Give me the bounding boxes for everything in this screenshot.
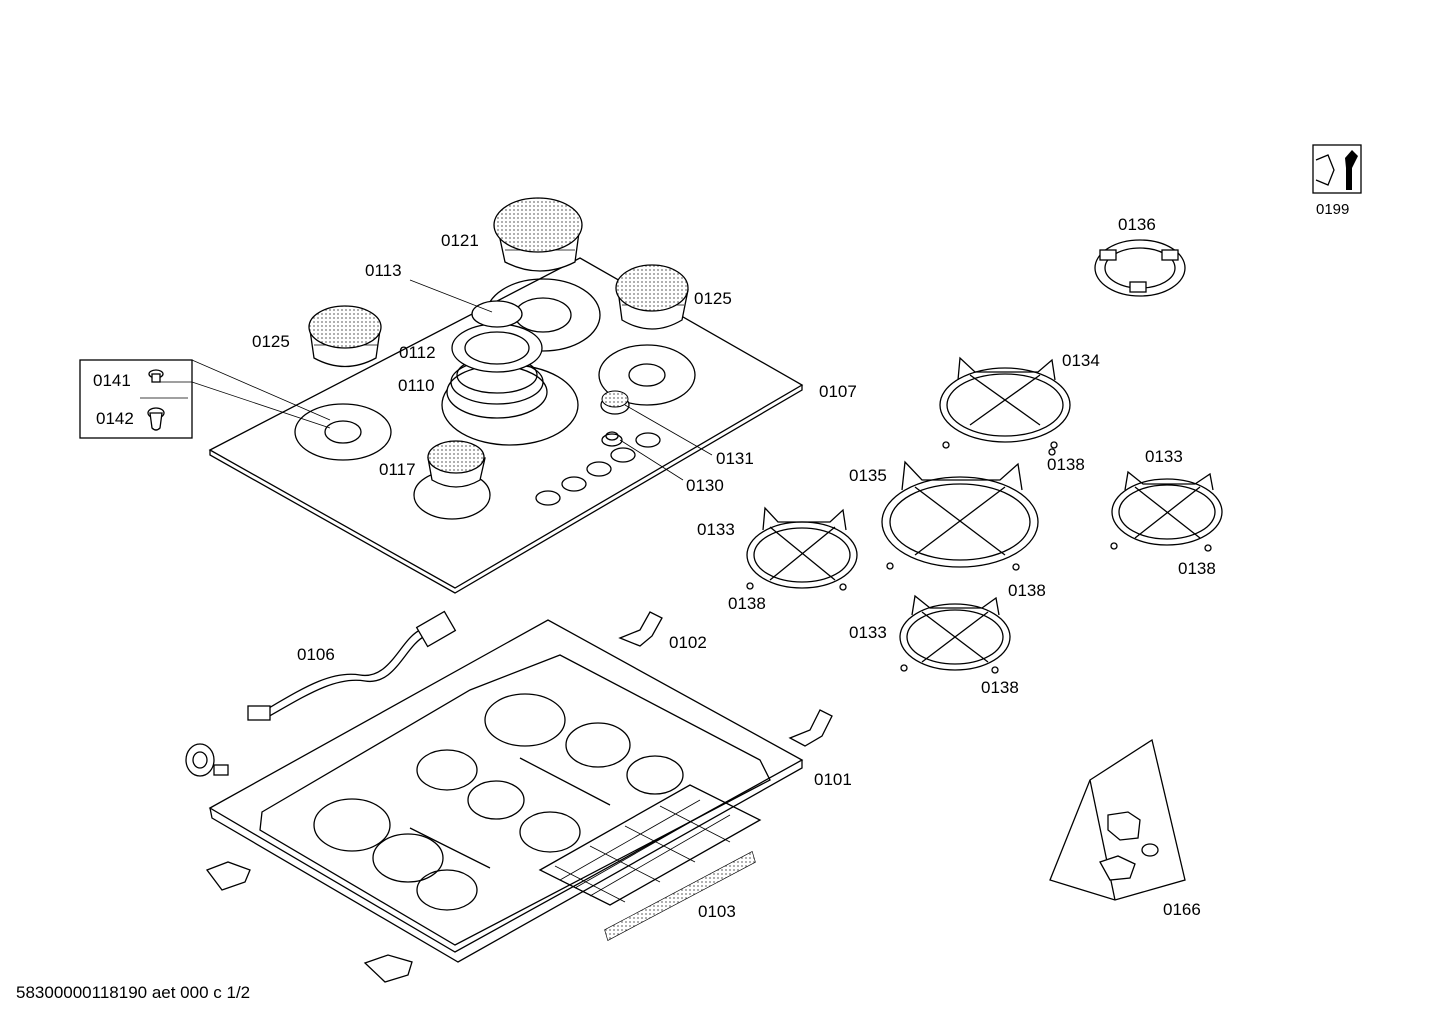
label-0112: 0112: [399, 343, 436, 362]
burner-cap-0121: [493, 197, 583, 272]
label-0199: 0199: [1316, 201, 1349, 218]
gas-connector-left: [185, 743, 229, 777]
label-0141: 0141: [93, 371, 131, 390]
document-footer: 58300000118190 aet 000 c 1/2: [16, 983, 250, 1002]
label-0142: 0142: [96, 409, 134, 428]
label-0110: 0110: [398, 376, 435, 395]
label-0103: 0103: [698, 902, 736, 921]
burner-cap-0117: [427, 440, 486, 488]
pan-support-0133-left: [746, 506, 858, 591]
label-0138-c: 0138: [1008, 581, 1046, 600]
fixing-bracket-0102: [205, 611, 833, 983]
label-0138-a: 0138: [1047, 455, 1085, 474]
power-cable-0106: [247, 610, 457, 721]
label-0113: 0113: [365, 261, 402, 280]
label-0138-e: 0138: [981, 678, 1019, 697]
label-0102: 0102: [669, 633, 707, 652]
label-0125-left: 0125: [252, 332, 290, 351]
pan-support-0134: [939, 356, 1071, 456]
label-0134: 0134: [1062, 351, 1100, 370]
bottom-tray-0101: [208, 619, 804, 963]
burner-cap-0125-left: [308, 305, 382, 368]
pan-support-0133-right: [1110, 470, 1223, 552]
label-0166: 0166: [1163, 900, 1201, 919]
label-0131: 0131: [716, 449, 754, 468]
wok-burner-stack-0110-0113: [446, 300, 548, 419]
label-0133-bottom: 0133: [849, 623, 887, 642]
wok-ring-0136: [1094, 239, 1186, 297]
accessory-bag-0166: [1049, 738, 1186, 901]
control-knob-0131: [600, 390, 630, 415]
label-0125-right: 0125: [694, 289, 732, 308]
label-0101: 0101: [814, 770, 852, 789]
ignition-button-0130: [601, 431, 623, 447]
burner-cap-0125-right: [615, 264, 689, 330]
parts-box-0141-0142: [79, 359, 193, 439]
label-0107: 0107: [819, 382, 857, 401]
label-0133-left: 0133: [697, 520, 735, 539]
label-0136: 0136: [1118, 215, 1156, 234]
label-0135: 0135: [849, 466, 887, 485]
label-0138-d: 0138: [728, 594, 766, 613]
pan-support-0133-bottom: [899, 594, 1011, 674]
label-0117: 0117: [379, 460, 416, 479]
pan-support-0135: [881, 460, 1039, 571]
wrench-icon-0199: [1312, 144, 1362, 194]
label-0138-b: 0138: [1178, 559, 1216, 578]
seal-strip-0103: [604, 851, 756, 941]
glass-cooktop-0107: [208, 257, 804, 594]
label-0133-right: 0133: [1145, 447, 1183, 466]
label-0121: 0121: [441, 231, 479, 250]
label-0106: 0106: [297, 645, 335, 664]
label-0130: 0130: [686, 476, 724, 495]
